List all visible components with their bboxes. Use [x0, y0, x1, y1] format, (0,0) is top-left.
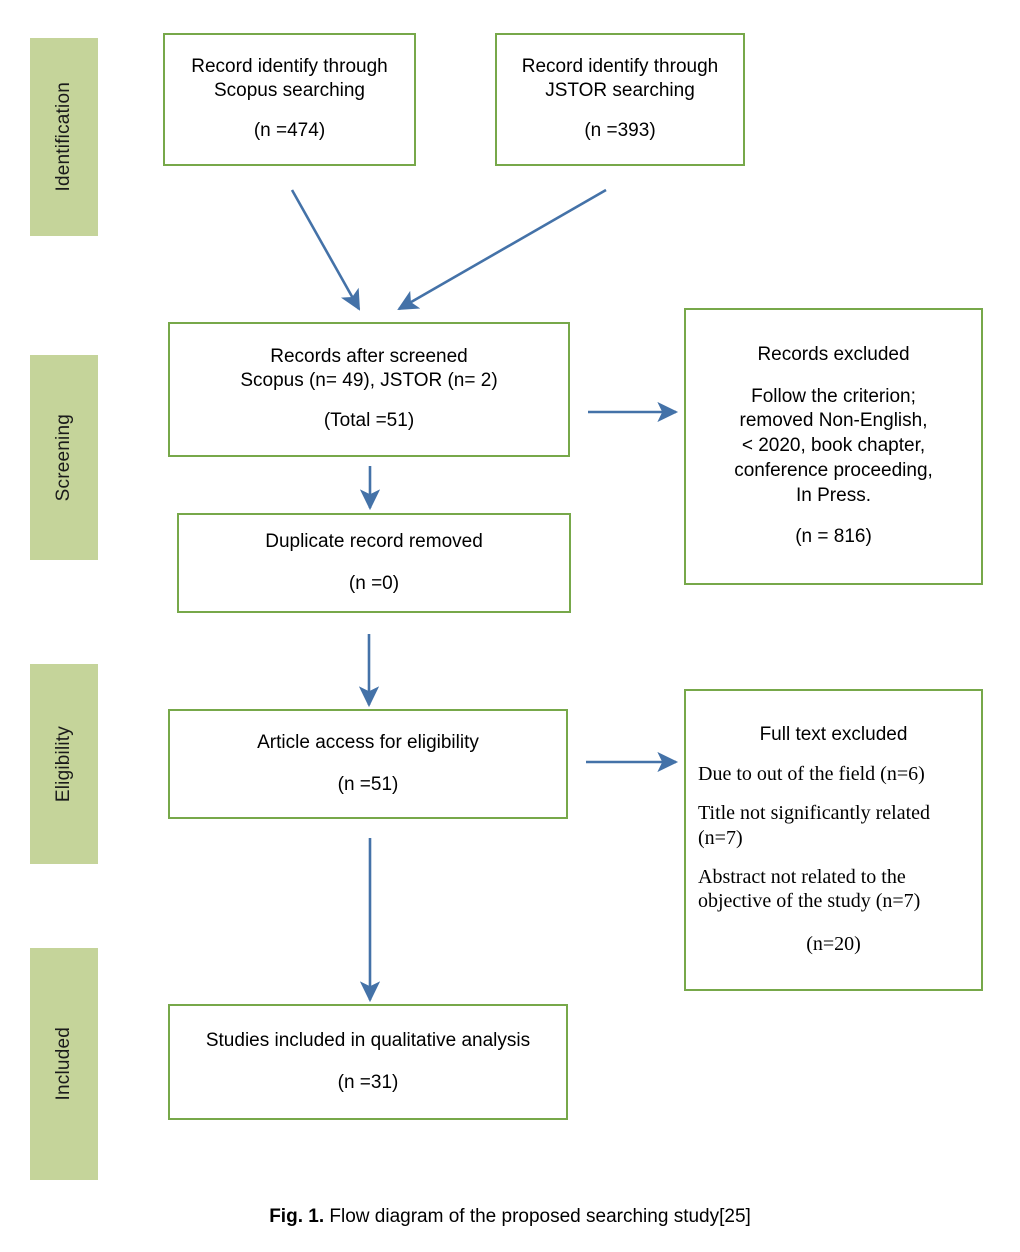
box-jstor-source: Record identify through JSTOR searching …	[495, 33, 745, 166]
studies-included-label: Studies included in qualitative analysis	[205, 1029, 531, 1051]
stage-band-identification: Identification	[30, 38, 98, 236]
records-screened-total: (Total =51)	[323, 410, 415, 432]
figure-caption-label: Fig. 1.	[269, 1206, 325, 1227]
figure-caption: Fig. 1. Flow diagram of the proposed sea…	[0, 1206, 1020, 1228]
scopus-source-count: (n =474)	[253, 120, 326, 142]
records-excluded-line-6: In Press.	[796, 484, 871, 506]
jstor-source-count: (n =393)	[584, 120, 656, 142]
studies-included-count: (n =31)	[337, 1071, 399, 1093]
box-records-screened: Records after screened Scopus (n= 49), J…	[168, 322, 570, 457]
full-text-excluded-line-3: Title not significantly related	[698, 802, 931, 825]
stage-band-included: Included	[30, 948, 98, 1180]
stage-band-screening: Screening	[30, 355, 98, 560]
jstor-source-line-2: JSTOR searching	[545, 79, 695, 101]
box-full-text-excluded: Full text excluded Due to out of the fie…	[684, 689, 983, 991]
records-screened-line-2: Scopus (n= 49), JSTOR (n= 2)	[240, 369, 498, 391]
box-scopus-source: Record identify through Scopus searching…	[163, 33, 416, 166]
jstor-source-line-1: Record identify through	[521, 56, 719, 78]
stage-band-eligibility: Eligibility	[30, 664, 98, 864]
box-eligibility-access: Article access for eligibility (n =51)	[168, 709, 568, 819]
full-text-excluded-line-4: (n=7)	[698, 826, 743, 849]
full-text-excluded-line-5: Abstract not related to the	[698, 866, 906, 888]
scopus-source-line-1: Record identify through	[191, 56, 388, 78]
duplicates-removed-label: Duplicate record removed	[265, 530, 483, 552]
scopus-source-line-2: Scopus searching	[213, 79, 366, 101]
full-text-excluded-heading: Full text excluded	[759, 723, 908, 745]
records-excluded-heading: Records excluded	[757, 344, 910, 366]
full-text-excluded-count: (n=20)	[806, 932, 861, 955]
box-studies-included: Studies included in qualitative analysis…	[168, 1004, 568, 1120]
full-text-excluded-line-2: Due to out of the field (n=6)	[698, 762, 925, 785]
records-excluded-line-2: Follow the criterion;	[751, 385, 916, 407]
records-excluded-line-4: < 2020, book chapter,	[741, 435, 926, 457]
eligibility-access-label: Article access for eligibility	[257, 731, 479, 753]
full-text-excluded-line-6: objective of the study (n=7)	[698, 890, 921, 913]
records-screened-line-1: Records after screened	[270, 346, 468, 368]
records-excluded-line-3: removed Non-English,	[739, 410, 928, 432]
box-duplicates-removed: Duplicate record removed (n =0)	[177, 513, 571, 613]
box-records-excluded: Records excluded Follow the criterion; r…	[684, 308, 983, 585]
records-excluded-count: (n = 816)	[795, 526, 872, 548]
eligibility-access-count: (n =51)	[337, 773, 399, 795]
figure-caption-text: Flow diagram of the proposed searching s…	[329, 1206, 751, 1227]
records-excluded-line-5: conference proceeding,	[734, 459, 933, 481]
duplicates-removed-count: (n =0)	[348, 572, 400, 594]
